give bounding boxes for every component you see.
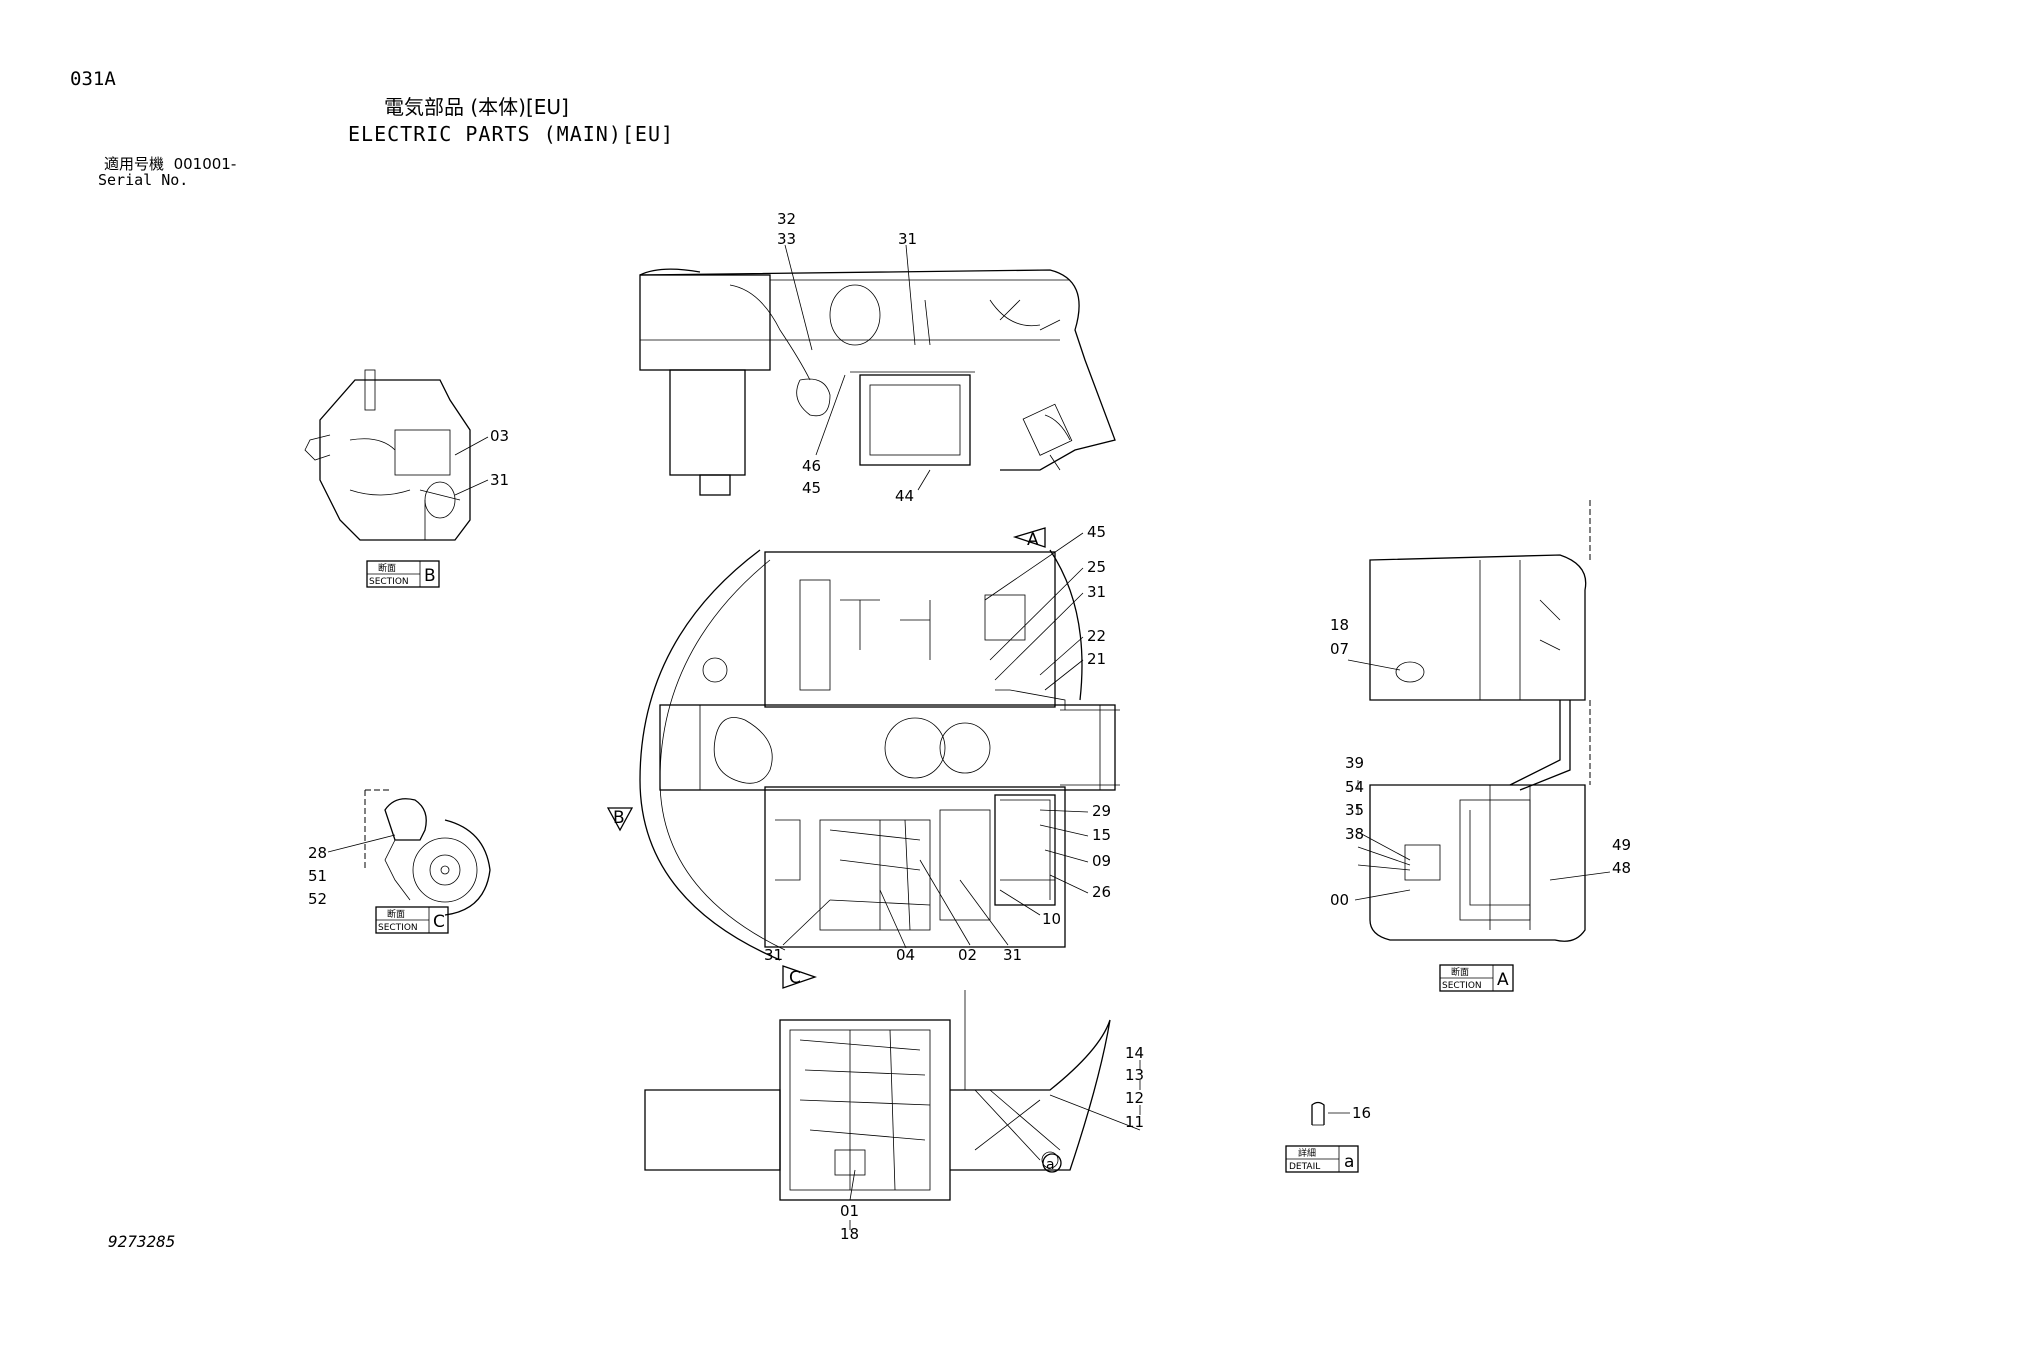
section-b-label-jp: 断面	[378, 562, 396, 574]
section-c-label-jp: 断面	[387, 908, 405, 920]
callout-31r: 31	[1003, 946, 1022, 964]
section-b-letter: B	[424, 566, 436, 586]
callout-13: 13	[1125, 1066, 1144, 1084]
view-marker-b: B	[606, 807, 634, 832]
callout-01: 01	[840, 1202, 859, 1220]
callout-25: 25	[1087, 558, 1106, 576]
callout-22: 22	[1087, 627, 1106, 645]
page-code: 031A	[70, 68, 116, 90]
callout-52: 52	[308, 890, 327, 908]
top-view-drawing	[639, 268, 1116, 496]
serial-label-jp: 適用号機	[104, 155, 165, 173]
callouts-section-b: 03 31	[490, 427, 509, 489]
detail-a-label-en: DETAIL	[1289, 1162, 1320, 1172]
callouts-top: 32 33 31 46 45 44	[777, 210, 917, 505]
callout-03: 03	[490, 427, 509, 445]
callout-28: 28	[308, 844, 327, 862]
title-english: ELECTRIC PARTS (MAIN)[EU]	[348, 122, 675, 146]
callouts-main: 45 25 31 22 21 29 15 09 26 10 31 02 04 3…	[764, 523, 1111, 964]
callouts-detail: 16	[1352, 1104, 1371, 1122]
callout-12: 12	[1125, 1089, 1144, 1107]
callout-35: 35	[1345, 801, 1364, 819]
callout-31: 31	[898, 230, 917, 248]
view-marker-a-letter: A	[1027, 530, 1039, 550]
view-marker-c: C	[782, 965, 817, 989]
section-c-drawing	[364, 789, 491, 916]
detail-a-label-jp: 詳細	[1298, 1147, 1316, 1159]
callout-45: 45	[802, 479, 821, 497]
callouts-section-c: 28 51 52	[308, 844, 327, 908]
callout-14: 14	[1125, 1044, 1144, 1062]
view-marker-c-letter: C	[789, 968, 801, 988]
callout-10: 10	[1042, 910, 1061, 928]
section-c-label: 断面 SECTION C	[375, 906, 449, 934]
callout-51: 51	[308, 867, 327, 885]
section-c-label-en: SECTION	[378, 923, 418, 933]
callout-16: 16	[1352, 1104, 1371, 1122]
callout-33: 33	[777, 230, 796, 248]
main-view-drawing	[639, 549, 1120, 961]
callout-18b: 18	[840, 1225, 859, 1243]
callout-39: 39	[1345, 754, 1364, 772]
detail-a-letter: a	[1344, 1152, 1354, 1172]
section-a-label-jp: 断面	[1451, 966, 1469, 978]
section-b-drawing	[304, 369, 471, 541]
callout-15: 15	[1092, 826, 1111, 844]
callouts-bottom: 14 13 12 11 01 18	[840, 1044, 1144, 1243]
serial-label-en: Serial No.	[98, 171, 189, 189]
view-marker-b-letter: B	[613, 808, 625, 828]
callout-44: 44	[895, 487, 914, 505]
section-b-label-en: SECTION	[369, 577, 409, 587]
callout-54: 54	[1345, 778, 1364, 796]
section-a-label: 断面 SECTION A	[1439, 964, 1514, 992]
section-a-label-en: SECTION	[1442, 981, 1482, 991]
callout-26: 26	[1092, 883, 1111, 901]
detail-a-drawing	[1311, 1101, 1325, 1126]
section-b-label: 断面 SECTION B	[366, 560, 440, 588]
callout-32: 32	[777, 210, 796, 228]
callout-00: 00	[1330, 891, 1349, 909]
detail-marker: a	[1042, 1153, 1062, 1173]
callout-29: 29	[1092, 802, 1111, 820]
callout-38: 38	[1345, 825, 1364, 843]
drawing-number: 9273285	[108, 1232, 176, 1251]
serial-value: 001001-	[173, 155, 237, 173]
callout-46: 46	[802, 457, 821, 475]
detail-marker-letter: a	[1046, 1157, 1055, 1173]
callout-31l: 31	[764, 946, 783, 964]
detail-a-label: 詳細 DETAIL a	[1285, 1145, 1359, 1173]
view-marker-a: A	[1012, 527, 1046, 550]
serial-row: 適用号機 001001-	[104, 155, 236, 173]
callout-09: 09	[1092, 852, 1111, 870]
callout-48: 48	[1612, 859, 1631, 877]
leader-lines	[327, 244, 1611, 1230]
callouts-section-a: 18 07 39 54 35 38 00 49 48	[1330, 616, 1631, 909]
bottom-view-drawing	[644, 990, 1111, 1201]
callout-11: 11	[1125, 1113, 1144, 1131]
callout-18a: 18	[1330, 616, 1349, 634]
section-a-letter: A	[1497, 970, 1509, 990]
section-c-letter: C	[433, 912, 445, 932]
callout-49: 49	[1612, 836, 1631, 854]
callout-31m: 31	[1087, 583, 1106, 601]
title-japanese: 電気部品 (本体)[EU]	[384, 95, 569, 119]
callout-02: 02	[958, 946, 977, 964]
section-a-drawing	[1369, 500, 1591, 942]
callout-21: 21	[1087, 650, 1106, 668]
callout-07: 07	[1330, 640, 1349, 658]
callout-04: 04	[896, 946, 915, 964]
callout-31b: 31	[490, 471, 509, 489]
callout-45m: 45	[1087, 523, 1106, 541]
